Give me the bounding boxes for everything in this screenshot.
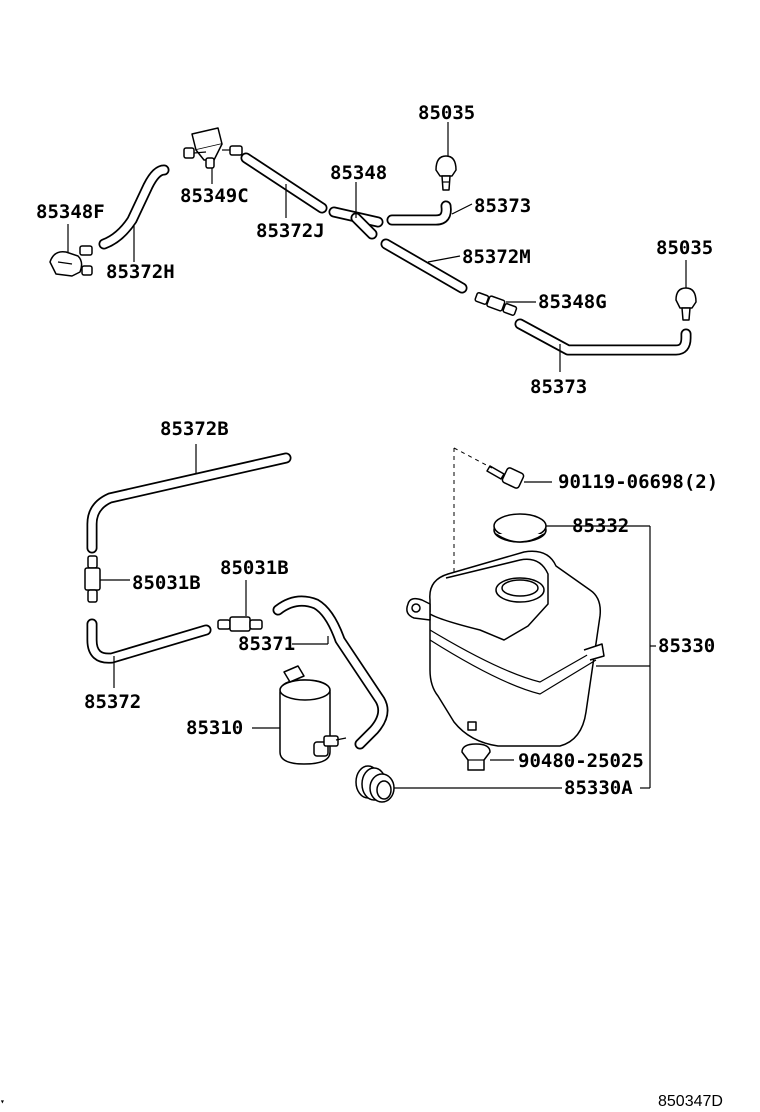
- label-85031B-left: 85031B: [132, 572, 201, 594]
- label-85348F: 85348F: [36, 201, 105, 223]
- bolt-90119: [486, 465, 525, 489]
- hose-85372M: [380, 238, 468, 294]
- nozzle-85035-right: [675, 287, 697, 321]
- cap-85332: [493, 513, 547, 543]
- hose-85372: [86, 618, 212, 664]
- nozzle-85035-top: [435, 155, 457, 191]
- label-85371: 85371: [238, 633, 295, 655]
- corner-mark: ▾: [0, 1097, 5, 1106]
- label-85372B: 85372B: [160, 418, 229, 440]
- label-85373-top: 85373: [474, 195, 531, 217]
- label-90119: 90119-06698(2): [558, 471, 718, 493]
- grommet-90480: [461, 743, 491, 771]
- label-85330: 85330: [658, 635, 715, 657]
- joint-85348F: [49, 245, 93, 277]
- connector-85031B-left: [84, 555, 101, 603]
- label-85372H: 85372H: [106, 261, 175, 283]
- hose-85372J: [240, 152, 328, 214]
- label-90480: 90480-25025: [518, 750, 644, 772]
- hose-85373-bottom: [514, 318, 692, 356]
- label-85031B-mid: 85031B: [220, 557, 289, 579]
- diagram-reference-code: 850347D: [658, 1093, 723, 1110]
- label-85348: 85348: [330, 162, 387, 184]
- label-85035-top: 85035: [418, 102, 475, 124]
- hose-85372H: [98, 164, 170, 250]
- label-85310: 85310: [186, 717, 243, 739]
- label-85348G: 85348G: [538, 291, 607, 313]
- hose-85373-top: [386, 200, 452, 226]
- pump-85310: [279, 665, 347, 765]
- label-85372J: 85372J: [256, 220, 325, 242]
- grommet-85330A: [355, 765, 395, 803]
- label-85330A: 85330A: [564, 777, 633, 799]
- connector-85031B-mid: [217, 616, 263, 632]
- label-85372M: 85372M: [462, 246, 531, 268]
- label-85373-bottom: 85373: [530, 376, 587, 398]
- label-85349C: 85349C: [180, 185, 249, 207]
- label-85332: 85332: [572, 515, 629, 537]
- hose-85371: [272, 595, 389, 750]
- connector-85348G: [474, 292, 518, 316]
- valve-85349C: [183, 127, 243, 169]
- label-85035-right: 85035: [656, 237, 713, 259]
- tank-85330: [406, 550, 605, 747]
- hose-85372B: [86, 452, 292, 554]
- label-85372: 85372: [84, 691, 141, 713]
